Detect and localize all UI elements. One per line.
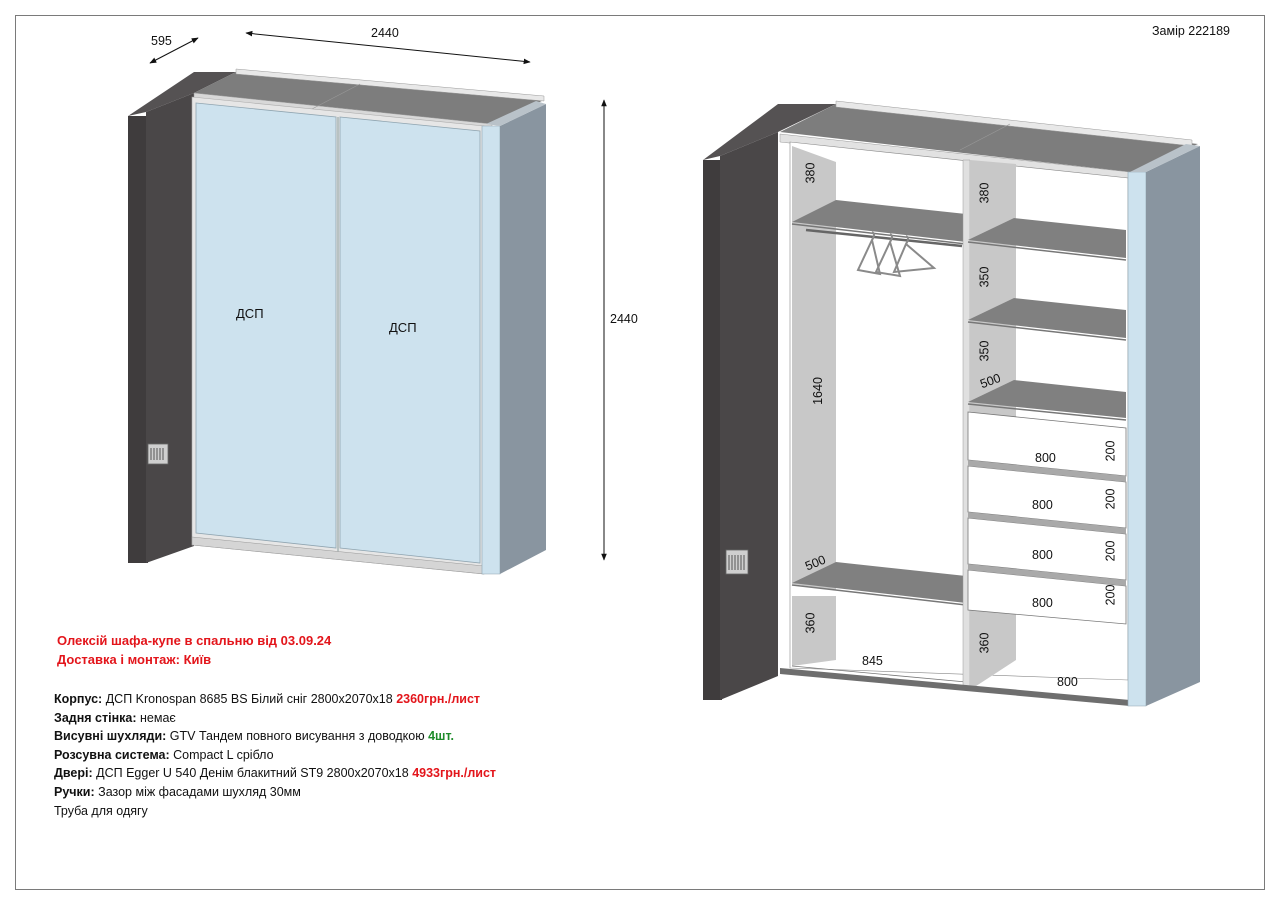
dim-bottom-width-right: 800 <box>1057 675 1078 689</box>
dim-drawer-w2: 800 <box>1032 498 1053 512</box>
right-shelf-2 <box>968 298 1126 338</box>
spec-back: Задня стінка: немає <box>54 710 176 725</box>
right-side-top <box>486 101 546 126</box>
hanger-icon <box>856 231 937 278</box>
door-left <box>195 102 337 549</box>
drawers <box>967 411 1127 625</box>
left-upper-shelf <box>792 200 966 242</box>
open-right-top <box>1130 144 1200 172</box>
open-bottom-base <box>780 668 1130 706</box>
door-right <box>339 116 481 564</box>
drawing-frame <box>15 15 1265 890</box>
order-delivery: Доставка і монтаж: Київ <box>57 652 212 667</box>
specifications: Корпус: ДСП Kronospan 8685 BS Білий сніг… <box>54 690 496 820</box>
top-rail <box>235 68 545 102</box>
left-side-top <box>128 72 236 116</box>
open-left-panel <box>720 132 778 700</box>
top-panel <box>194 72 544 124</box>
open-right-panel <box>1146 146 1200 706</box>
left-side-panel <box>146 93 194 563</box>
open-right-edge <box>1127 171 1147 707</box>
right-shelf-3 <box>968 380 1126 418</box>
closed-wardrobe <box>128 30 607 575</box>
depth-dimension-line <box>149 37 199 64</box>
dim-drawer-w3: 800 <box>1032 548 1053 562</box>
measurement-reference: Замір 222189 <box>1151 24 1230 38</box>
dim-bottom-right: 360 <box>977 632 992 654</box>
dim-hang-height: 1640 <box>810 377 825 405</box>
clothes-rail <box>805 228 963 248</box>
dim-drawer-h2: 200 <box>1103 488 1118 510</box>
width-dimension: 2440 <box>371 26 399 40</box>
door-right-label: ДСП <box>389 320 417 335</box>
dim-drawer-w1: 800 <box>1035 451 1056 465</box>
right-compartment-side-lower <box>970 610 1016 690</box>
door-left-label: ДСП <box>236 306 264 321</box>
width-dimension-line <box>245 30 531 65</box>
right-shelf-1 <box>968 218 1126 258</box>
open-top-panel <box>780 104 1198 172</box>
drawer-4 <box>967 569 1127 625</box>
dim-bottom-width-left: 845 <box>862 654 883 668</box>
dim-shelf-r1: 350 <box>977 266 992 288</box>
open-wardrobe <box>703 100 1200 707</box>
dim-top-right: 380 <box>977 182 992 204</box>
spec-handles: Ручки: Зазор між фасадами шухляд 30мм <box>54 784 301 799</box>
depth-dimension: 595 <box>151 34 172 48</box>
open-left-top <box>703 104 836 160</box>
left-compartment-side-lower <box>792 596 836 666</box>
dim-drawer-w4: 800 <box>1032 596 1053 610</box>
open-left-panel-dark <box>703 160 722 700</box>
height-dimension: 2440 <box>610 312 638 326</box>
spec-rail: Труба для одягу <box>54 803 148 818</box>
dim-shelf-r2: 350 <box>977 340 992 362</box>
spec-drawers: Висувні шухляди: GTV Тандем повного вису… <box>54 729 454 744</box>
order-title: Олексій шафа-купе в спальню від 03.09.24 <box>57 633 332 648</box>
right-side-edge <box>481 125 501 575</box>
spec-body: Корпус: ДСП Kronospan 8685 BS Білий сніг… <box>54 692 481 706</box>
spec-sliding: Розсувна система: Compact L срібло <box>54 747 274 762</box>
left-compartment-side <box>792 146 836 590</box>
left-side-panel-dark <box>128 116 148 563</box>
dim-top-left: 380 <box>803 162 818 184</box>
right-side-panel <box>500 104 546 574</box>
spec-doors: Двері: ДСП Egger U 540 Денім блакитний S… <box>54 766 497 781</box>
dim-drawer-h4: 200 <box>1103 584 1118 606</box>
left-lower-shelf <box>792 562 966 603</box>
dim-drawer-h3: 200 <box>1103 540 1118 562</box>
dim-bottom-left: 360 <box>803 612 818 634</box>
dim-drawer-h1: 200 <box>1103 440 1118 462</box>
